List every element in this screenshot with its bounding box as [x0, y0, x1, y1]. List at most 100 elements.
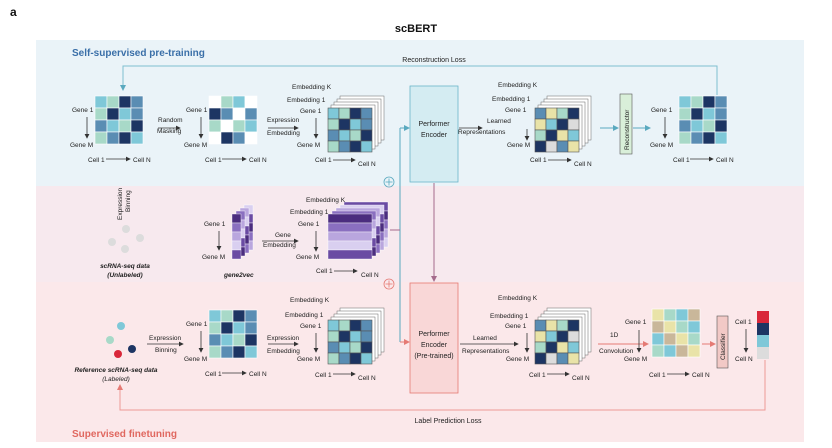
- convolved-matrix: [651, 308, 701, 358]
- matrix-cell: [244, 321, 258, 335]
- matrix-cell: [338, 341, 351, 354]
- matrix-cell: [106, 119, 120, 133]
- matrix-cell: [208, 119, 222, 133]
- matrix-cell: [545, 140, 558, 153]
- matrix-cell: [690, 131, 704, 145]
- gene1-label: Gene 1: [625, 319, 647, 326]
- representations-label: Representations: [458, 129, 506, 136]
- matrix-cell: [360, 129, 373, 142]
- matrix-cell: [651, 344, 665, 358]
- expression-label: Expression: [149, 335, 182, 342]
- embedding-label: Embedding: [267, 348, 300, 355]
- matrix-cell: [349, 129, 362, 142]
- cell1-label: Cell 1: [315, 372, 332, 379]
- matrix-cell: [702, 131, 716, 145]
- embeddingK-label: Embedding K: [498, 295, 538, 302]
- matrix-cell: [106, 107, 120, 121]
- matrix-cell: [208, 95, 222, 109]
- matrix-cell: [130, 131, 144, 145]
- matrix-cell: [220, 131, 234, 145]
- cellN-label: Cell N: [574, 161, 592, 168]
- random-label: Random: [158, 117, 183, 124]
- matrix-cell: [714, 107, 728, 121]
- gene2vec-label: gene2vec: [223, 272, 254, 279]
- matrix-cell: [338, 330, 351, 343]
- matrix-cell: [534, 118, 547, 131]
- matrix-cell: [244, 131, 258, 145]
- gene1-label: Gene 1: [505, 107, 527, 114]
- matrix-cell: [118, 131, 132, 145]
- matrix-cell: [349, 330, 362, 343]
- embedding1-label: Embedding 1: [490, 313, 529, 320]
- embedding1-label: Embedding 1: [290, 209, 329, 216]
- matrix-cell: [349, 319, 362, 332]
- pretrained-encoder: [409, 282, 459, 394]
- matrix-cell: [545, 330, 558, 343]
- gene1-label: Gene 1: [300, 108, 322, 115]
- gene-label: Gene: [275, 232, 291, 239]
- gene-embedding-stack: [327, 201, 389, 260]
- matrix-cell: [663, 344, 677, 358]
- matrix-cell: [360, 118, 373, 131]
- matrix-cell: [232, 95, 246, 109]
- cell1-label: Cell 1: [530, 157, 547, 164]
- matrix-cell: [232, 321, 246, 335]
- matrix-cell: [220, 107, 234, 121]
- gene1-label: Gene 1: [204, 221, 226, 228]
- matrix-cell: [327, 118, 340, 131]
- matrix-cell: [702, 107, 716, 121]
- binning-label: Binning: [155, 347, 177, 354]
- gene2vec-cell: [231, 249, 242, 260]
- finetuning-title: Supervised finetuning: [72, 429, 177, 440]
- matrix-cell: [220, 345, 234, 359]
- expression-matrix-pretrain: [94, 95, 144, 145]
- matrix-cell: [675, 308, 689, 322]
- performer-label: Performer: [418, 331, 450, 338]
- matrix-cell: [244, 95, 258, 109]
- gene2vec-cell: [327, 213, 373, 224]
- cellN-label: Cell N: [716, 157, 734, 164]
- matrix-cell: [244, 107, 258, 121]
- matrix-cell: [556, 118, 569, 131]
- matrix-cell: [545, 319, 558, 332]
- matrix-cell: [534, 319, 547, 332]
- matrix-cell: [338, 118, 351, 131]
- geneM-label: Gene M: [506, 356, 529, 363]
- embedding1-label: Embedding 1: [285, 312, 324, 319]
- reconstructor-label: Reconstructor: [624, 109, 631, 150]
- gene2vec-cell: [327, 231, 373, 242]
- reconstruction-loss-label: Reconstruction Loss: [402, 57, 466, 64]
- performer-label: Performer: [418, 121, 450, 128]
- matrix-cell: [327, 352, 340, 365]
- expression-label: Expression: [267, 117, 300, 124]
- matrix-cell: [232, 345, 246, 359]
- matrix-cell: [567, 140, 580, 153]
- matrix-cell: [678, 131, 692, 145]
- expression-label: Expression: [267, 335, 300, 342]
- matrix-cell: [130, 107, 144, 121]
- label-prediction-loss-label: Label Prediction Loss: [415, 418, 482, 425]
- matrix-cell: [556, 319, 569, 332]
- matrix-cell: [556, 140, 569, 153]
- gene2vec-stack: [231, 204, 254, 260]
- embedding-section: [36, 186, 804, 282]
- embedding-stack-finetune: [327, 307, 385, 365]
- gene2vec-cell: [327, 240, 373, 251]
- reference-data-label: Reference scRNA-seq data: [74, 367, 157, 374]
- cell1-label: Cell 1: [649, 372, 666, 379]
- cell1-label: Cell 1: [673, 157, 690, 164]
- cellN-label: Cell N: [361, 272, 379, 279]
- labeled-dots: [106, 322, 136, 358]
- matrix-cell: [556, 107, 569, 120]
- matrix-cell: [232, 333, 246, 347]
- matrix-cell: [338, 319, 351, 332]
- matrix-cell: [327, 330, 340, 343]
- matrix-cell: [220, 333, 234, 347]
- matrix-cell: [232, 131, 246, 145]
- matrix-cell: [702, 119, 716, 133]
- geneM-label: Gene M: [184, 356, 207, 363]
- convolution-label: Convolution: [599, 348, 634, 355]
- matrix-cell: [338, 140, 351, 153]
- embedding-label: Embedding: [267, 130, 300, 137]
- matrix-cell: [690, 95, 704, 109]
